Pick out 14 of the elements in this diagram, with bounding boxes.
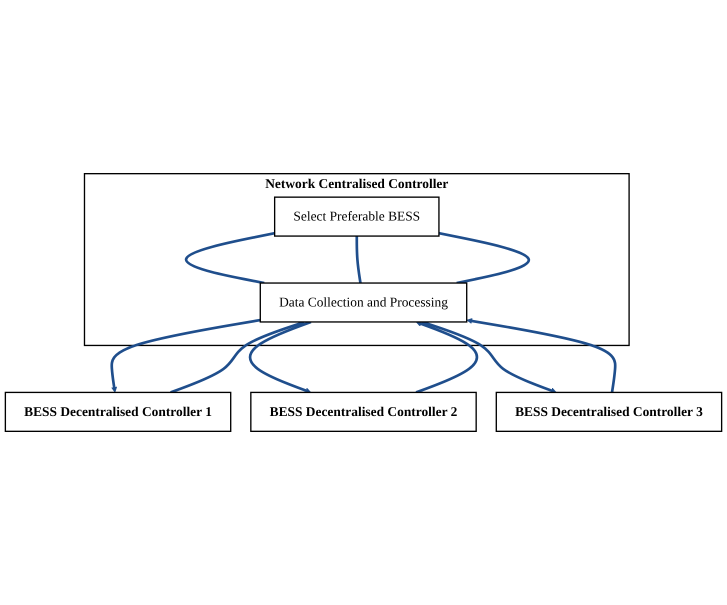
arrow [422, 320, 557, 394]
node-box: BESS Decentralised Controller 2 [250, 392, 477, 432]
node-box: Select Preferable BESS [274, 196, 440, 237]
arrow [110, 318, 261, 393]
node-box: BESS Decentralised Controller 3 [496, 392, 722, 432]
connector [355, 236, 362, 284]
node-box: Data Collection and Processing [260, 282, 468, 323]
node-box: BESS Decentralised Controller 1 [4, 392, 232, 432]
arrow [248, 320, 312, 394]
arrow [416, 321, 478, 394]
connector [438, 232, 530, 284]
arrow [466, 318, 617, 393]
connector [184, 232, 275, 284]
arrow [170, 320, 306, 394]
